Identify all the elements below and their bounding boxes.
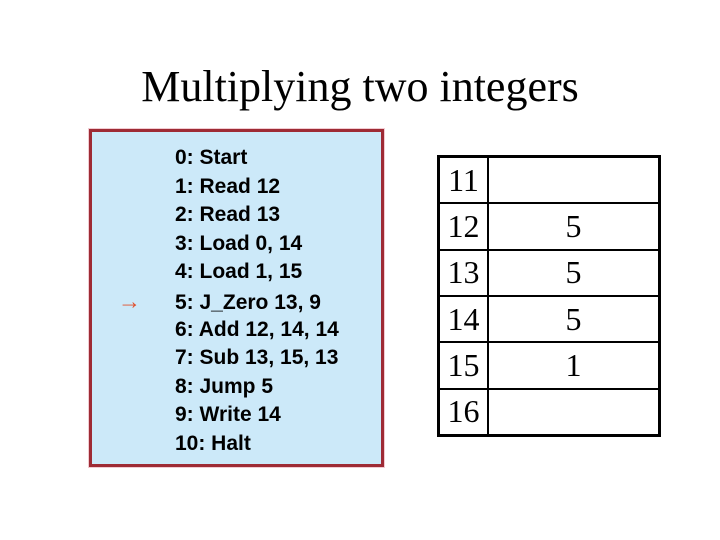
program-line: 8: Jump 5: [92, 373, 381, 402]
memory-address: 14: [437, 294, 489, 344]
program-line-text: 6: Add 12, 14, 14: [175, 317, 339, 341]
memory-address: 13: [437, 248, 489, 297]
program-line-text: 7: Sub 13, 15, 13: [175, 346, 339, 370]
memory-address: 15: [437, 341, 489, 390]
memory-row: 16: [437, 387, 661, 437]
program-line-text: 1: Read 12: [175, 174, 281, 198]
program-line-text: 5: J_Zero 13, 9: [175, 290, 321, 314]
program-line: 3: Load 0, 14: [92, 230, 381, 259]
memory-value: [487, 387, 661, 437]
memory-value: 5: [487, 248, 661, 297]
program-line-text: 10: Halt: [175, 431, 251, 455]
program-line: 7: Sub 13, 15, 13: [92, 344, 381, 373]
program-line: 6: Add 12, 14, 14: [92, 316, 381, 345]
program-line-text: 9: Write 14: [175, 403, 281, 427]
memory-value: 5: [487, 202, 661, 251]
program-line-text: 3: Load 0, 14: [175, 231, 303, 255]
memory-row: 11: [437, 155, 661, 205]
program-line: 4: Load 1, 15: [92, 258, 381, 287]
current-instruction-arrow-icon: →: [118, 287, 141, 314]
memory-address: 16: [437, 387, 489, 437]
program-line: 0: Start: [92, 144, 381, 173]
program-line: 2: Read 13: [92, 201, 381, 230]
memory-value: [487, 155, 661, 205]
memory-address: 11: [437, 155, 489, 205]
program-line: 1: Read 12: [92, 173, 381, 202]
memory-address: 12: [437, 202, 489, 251]
page-title: Multiplying two integers: [141, 62, 579, 111]
program-line: 10: Halt: [92, 430, 381, 459]
program-line-text: 4: Load 1, 15: [175, 260, 303, 284]
program-line-text: 0: Start: [175, 146, 248, 169]
program-line-text: 2: Read 13: [175, 203, 281, 227]
program-box: 0: Start 1: Read 12 2: Read 13 3: Load 0, 1…: [89, 129, 384, 467]
memory-value: 1: [487, 341, 661, 390]
program-line: → 5: J_Zero 13, 9: [92, 287, 381, 316]
program-line-text: 8: Jump 5: [175, 374, 274, 398]
memory-value: 5: [487, 294, 661, 344]
program-line: 9: Write 14: [92, 401, 381, 430]
